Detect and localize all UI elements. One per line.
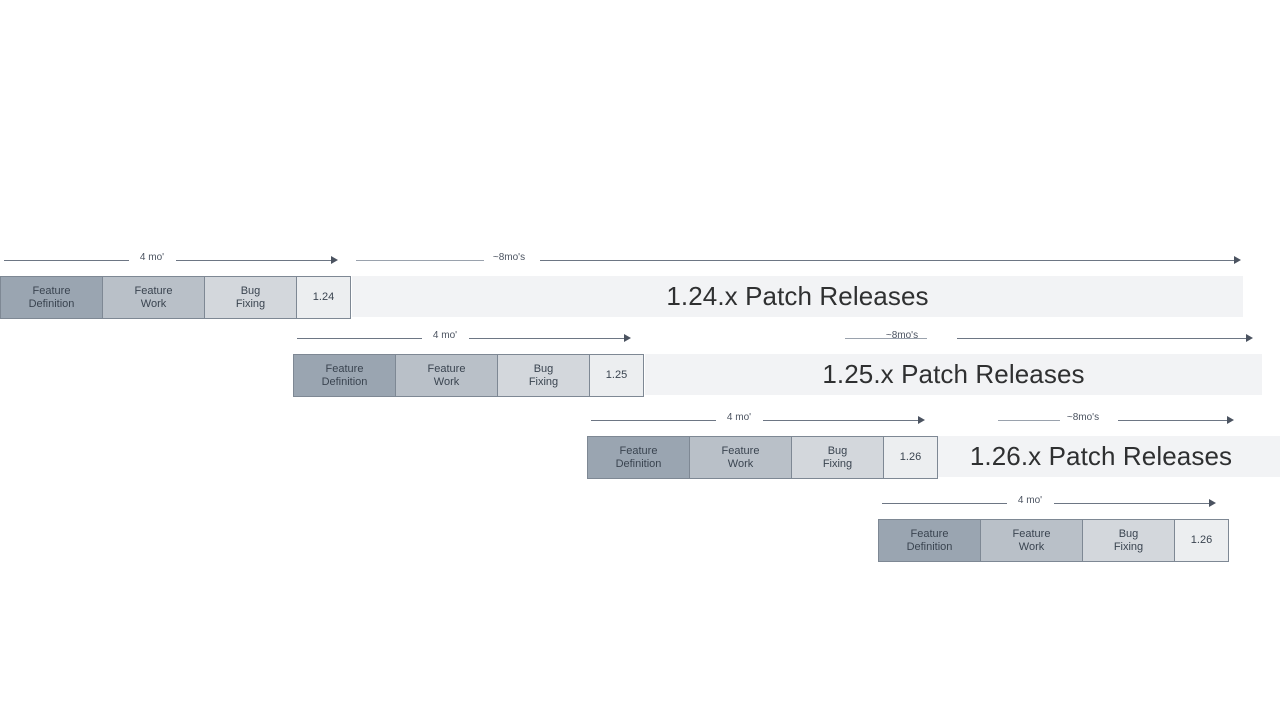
arrow-right-icon: [1246, 334, 1253, 342]
arrow-right-icon: [1209, 499, 1216, 507]
measure-4mo-row-126: 4 mo': [587, 412, 932, 430]
measure-label-4mo: 4 mo': [139, 252, 165, 263]
measure-segment-right: [176, 260, 331, 261]
phase-label-line1: Bug: [1118, 527, 1139, 540]
phase-label-line2: Fixing: [528, 375, 559, 388]
version-label: 1.26: [1190, 534, 1213, 546]
measure-segment-left: [297, 338, 422, 339]
measure-4mo-row-125: 4 mo': [293, 330, 638, 348]
phase-label-line2: Definition: [28, 297, 75, 310]
patch-band-label: 1.24.x Patch Releases: [666, 281, 929, 311]
measure-8mo-row-124: ~8mo's: [352, 252, 1243, 270]
phase-bar-124: Feature Definition Feature Work Bug Fixi…: [0, 276, 351, 319]
measure-segment-left: [4, 260, 129, 261]
phase-label-line1: Feature: [427, 362, 466, 375]
measure-segment-right: [1118, 420, 1228, 421]
measure-label-8mo: ~8mo's: [885, 330, 919, 341]
measure-segment-left: [356, 260, 484, 261]
phase-feature-definition[interactable]: Feature Definition: [878, 519, 981, 562]
measure-segment-left: [882, 503, 1007, 504]
measure-segment-right: [540, 260, 1235, 261]
patch-band-label: 1.25.x Patch Releases: [822, 359, 1085, 389]
measure-4mo-row-124: 4 mo': [0, 252, 345, 270]
measure-label-8mo: ~8mo's: [492, 252, 526, 263]
phase-label-line1: Bug: [533, 362, 554, 375]
phase-label-line1: Bug: [827, 444, 848, 457]
phase-version-126[interactable]: 1.26: [883, 436, 938, 479]
phase-label-line1: Feature: [32, 284, 71, 297]
phase-label-line2: Work: [433, 375, 460, 388]
phase-label-line1: Feature: [619, 444, 658, 457]
phase-bug-fixing[interactable]: Bug Fixing: [497, 354, 590, 397]
phase-bug-fixing[interactable]: Bug Fixing: [204, 276, 297, 319]
phase-label-line1: Feature: [325, 362, 364, 375]
measure-label-8mo: ~8mo's: [1066, 412, 1100, 423]
phase-label-line1: Feature: [721, 444, 760, 457]
phase-label-line1: Feature: [1012, 527, 1051, 540]
phase-label-line2: Work: [1018, 540, 1045, 553]
phase-label-line2: Definition: [615, 457, 662, 470]
phase-feature-definition[interactable]: Feature Definition: [0, 276, 103, 319]
phase-feature-work[interactable]: Feature Work: [395, 354, 498, 397]
measure-segment-right: [763, 420, 918, 421]
phase-label-line2: Work: [727, 457, 754, 470]
arrow-right-icon: [1234, 256, 1241, 264]
phase-bug-fixing[interactable]: Bug Fixing: [1082, 519, 1175, 562]
phase-label-line1: Bug: [240, 284, 261, 297]
arrow-right-icon: [624, 334, 631, 342]
phase-version-next[interactable]: 1.26: [1174, 519, 1229, 562]
measure-segment-left: [998, 420, 1060, 421]
phase-feature-work[interactable]: Feature Work: [102, 276, 205, 319]
phase-version-124[interactable]: 1.24: [296, 276, 351, 319]
arrow-right-icon: [331, 256, 338, 264]
phase-label-line2: Definition: [321, 375, 368, 388]
measure-segment-right: [1054, 503, 1209, 504]
phase-label-line2: Definition: [906, 540, 953, 553]
phase-feature-definition[interactable]: Feature Definition: [293, 354, 396, 397]
measure-8mo-row-126: ~8mo's: [938, 412, 1280, 430]
measure-label-4mo: 4 mo': [726, 412, 752, 423]
version-label: 1.26: [899, 451, 922, 463]
phase-bar-next: Feature Definition Feature Work Bug Fixi…: [878, 519, 1229, 562]
patch-band-126: 1.26.x Patch Releases: [938, 436, 1280, 477]
measure-segment-left: [591, 420, 716, 421]
phase-feature-definition[interactable]: Feature Definition: [587, 436, 690, 479]
phase-bug-fixing[interactable]: Bug Fixing: [791, 436, 884, 479]
phase-label-line2: Work: [140, 297, 167, 310]
measure-segment-left: [845, 338, 927, 339]
arrow-right-icon: [1227, 416, 1234, 424]
measure-4mo-row-next: 4 mo': [878, 495, 1223, 513]
phase-feature-work[interactable]: Feature Work: [689, 436, 792, 479]
phase-feature-work[interactable]: Feature Work: [980, 519, 1083, 562]
version-label: 1.24: [312, 291, 335, 303]
phase-label-line2: Fixing: [235, 297, 266, 310]
phase-version-125[interactable]: 1.25: [589, 354, 644, 397]
phase-label-line1: Feature: [910, 527, 949, 540]
measure-label-4mo: 4 mo': [432, 330, 458, 341]
patch-band-label: 1.26.x Patch Releases: [969, 441, 1233, 471]
measure-segment-right: [469, 338, 624, 339]
phase-bar-125: Feature Definition Feature Work Bug Fixi…: [293, 354, 644, 397]
phase-label-line2: Fixing: [822, 457, 853, 470]
measure-segment-right: [957, 338, 1247, 339]
phase-label-line1: Feature: [134, 284, 173, 297]
measure-8mo-row-125: ~8mo's: [645, 330, 1262, 348]
phase-label-line2: Fixing: [1113, 540, 1144, 553]
version-label: 1.25: [605, 369, 628, 381]
measure-label-4mo: 4 mo': [1017, 495, 1043, 506]
phase-bar-126: Feature Definition Feature Work Bug Fixi…: [587, 436, 938, 479]
patch-band-125: 1.25.x Patch Releases: [645, 354, 1262, 395]
arrow-right-icon: [918, 416, 925, 424]
patch-band-124: 1.24.x Patch Releases: [352, 276, 1243, 317]
